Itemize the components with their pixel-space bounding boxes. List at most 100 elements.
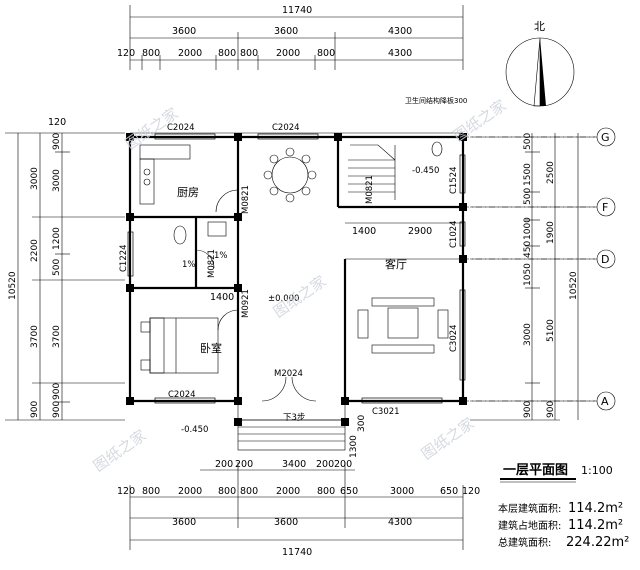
right-detail-dim-4: 1000 — [523, 217, 533, 240]
room-kitchen: 厨房 — [177, 186, 199, 199]
bottom-row2-dim-9: 3000 — [390, 486, 414, 497]
code-m0821-bath: M0821 — [207, 249, 217, 278]
level-marks: -0.450 -0.450 ±0.000 1% 1% 下3步 — [181, 166, 439, 435]
bottom-row2-dim-2: 800 — [142, 486, 160, 497]
sofa-set — [357, 297, 449, 354]
dim-hall-width: 2900 — [408, 226, 432, 237]
interior-dimension-text: 1400 2900 1400 1300 300 — [210, 222, 463, 458]
windows — [127, 133, 466, 404]
kitchen-counter — [139, 144, 191, 205]
axis-label-a: A — [601, 395, 609, 408]
code-m0821-stair: M0821 — [365, 175, 375, 204]
right-dimensions: 500 1500 500 1000 450 1050 3000 900 2500… — [470, 133, 595, 421]
bottom-bay-dim-3: 4300 — [388, 517, 412, 528]
columns — [126, 133, 467, 426]
bottom-bay-dim-1: 3600 — [172, 517, 196, 528]
top-detail-dim-8: 4300 — [388, 48, 412, 59]
left-detail-dim-2: 3000 — [52, 169, 62, 192]
level-floor: ±0.000 — [268, 294, 299, 304]
opening-codes: C2024 C2024 C2024 C3021 C1524 C1024 C302… — [119, 96, 467, 417]
bottom-row2-dim-4: 800 — [218, 486, 236, 497]
bottom-row1-dim-5: 200 — [334, 459, 352, 470]
bottom-dimensions: 200 200 3400 200 200 120 800 2000 800 80… — [117, 459, 480, 558]
top-detail-dim-6: 2000 — [276, 48, 300, 59]
dim-porch-side-2: 300 — [357, 415, 367, 432]
bottom-row2-dim-8: 650 — [340, 486, 358, 497]
code-m0821-kitchen: M0821 — [241, 185, 251, 214]
vent-note: 卫生间结构降板300 — [405, 96, 467, 105]
axis-label-d: D — [601, 253, 609, 266]
label-down-steps: 下3步 — [283, 413, 305, 423]
dim-bed-closet: 1400 — [210, 292, 234, 303]
axis-label-f: F — [602, 201, 608, 214]
watermark-5: 图纸之家 — [418, 414, 477, 463]
left-span-dim-3: 3700 — [30, 325, 40, 348]
top-detail-dim-4: 800 — [218, 48, 236, 59]
bottom-row1-dim-4: 200 — [316, 459, 334, 470]
right-detail-dim-2: 1500 — [523, 163, 533, 186]
bottom-row2-dim-11: 120 — [462, 486, 480, 497]
code-c1024: C1024 — [449, 220, 459, 248]
bottom-row1-dim-3: 3400 — [282, 459, 306, 470]
north-label: 北 — [534, 20, 545, 33]
dim-stair-width: 1400 — [352, 226, 376, 237]
left-detail-dim-1: 900 — [52, 133, 62, 150]
top-detail-dim-5: 800 — [240, 48, 258, 59]
drawing-title: 一层平面图 — [503, 463, 568, 478]
top-overall-dim: 11740 — [282, 5, 312, 16]
bed — [140, 317, 219, 374]
level-entry-step: -0.450 — [181, 425, 208, 435]
level-slope-2: 1% — [214, 251, 228, 261]
room-bedroom: 卧室 — [200, 341, 222, 355]
code-kitchen-window: C2024 — [167, 123, 195, 133]
top-bay-dim-3: 4300 — [388, 26, 412, 37]
bottom-row2-dim-10: 650 — [440, 486, 458, 497]
top-detail-dim-3: 2000 — [178, 48, 202, 59]
watermark-4: 图纸之家 — [90, 426, 149, 475]
doors — [195, 189, 317, 402]
right-detail-dim-1: 500 — [523, 133, 533, 150]
left-span-dim-1: 3000 — [30, 167, 40, 190]
level-slope: 1% — [182, 260, 196, 270]
area-label-1: 本层建筑面积: — [498, 502, 561, 515]
code-bedroom-window: C2024 — [168, 390, 196, 400]
right-span-dim-4: 900 — [546, 401, 556, 418]
top-detail-dim-7: 800 — [317, 48, 335, 59]
bottom-overall-dim: 11740 — [282, 547, 312, 558]
north-arrow: 北 — [505, 20, 575, 107]
area-value-2: 114.2m² — [568, 518, 623, 533]
left-detail-dim-3: 1200 — [52, 227, 62, 250]
right-detail-dim-7: 3000 — [523, 323, 533, 346]
right-overall-dim: 10520 — [569, 271, 579, 300]
bottom-row1-dim-1: 200 — [215, 459, 233, 470]
room-labels: 厨房 卧室 客厅 — [177, 186, 407, 355]
top-bay-dim-1: 3600 — [172, 26, 196, 37]
bottom-row2-dim-7: 800 — [317, 486, 335, 497]
top-bay-dim-2: 3600 — [274, 26, 298, 37]
code-c1224: C1224 — [119, 244, 129, 272]
left-detail-dim-6: 900 — [52, 383, 62, 400]
code-c3021: C3021 — [372, 407, 400, 417]
right-detail-dim-5: 450 — [523, 241, 533, 258]
dining-table — [263, 147, 317, 203]
bottom-row2-dim-1: 120 — [117, 486, 135, 497]
exterior-walls — [128, 132, 465, 451]
dim-porch-side-1: 1300 — [349, 435, 359, 458]
code-c1524: C1524 — [449, 166, 459, 194]
right-span-dim-3: 5100 — [546, 319, 556, 342]
bottom-bay-dim-2: 3600 — [274, 517, 298, 528]
left-detail-dim-7: 900 — [52, 401, 62, 418]
top-dimensions: 11740 3600 3600 4300 120 800 2000 800 80… — [117, 5, 464, 70]
staircase — [348, 144, 396, 200]
right-detail-dim-6: 1050 — [523, 263, 533, 286]
left-span-dim-4: 900 — [30, 401, 40, 418]
area-label-3: 总建筑面积: — [498, 536, 551, 549]
top-detail-dim-2: 800 — [142, 48, 160, 59]
code-m2024: M2024 — [274, 369, 303, 379]
title-block: 一层平面图 1:100 本层建筑面积: 114.2m² 建筑占地面积: 114.… — [498, 463, 629, 550]
area-label-2: 建筑占地面积: — [498, 519, 561, 532]
left-span-dim-2: 2200 — [30, 239, 40, 262]
left-top-dim: 120 — [48, 117, 66, 128]
right-detail-dim-3: 500 — [523, 188, 533, 205]
area-value-3: 224.22m² — [566, 535, 629, 550]
